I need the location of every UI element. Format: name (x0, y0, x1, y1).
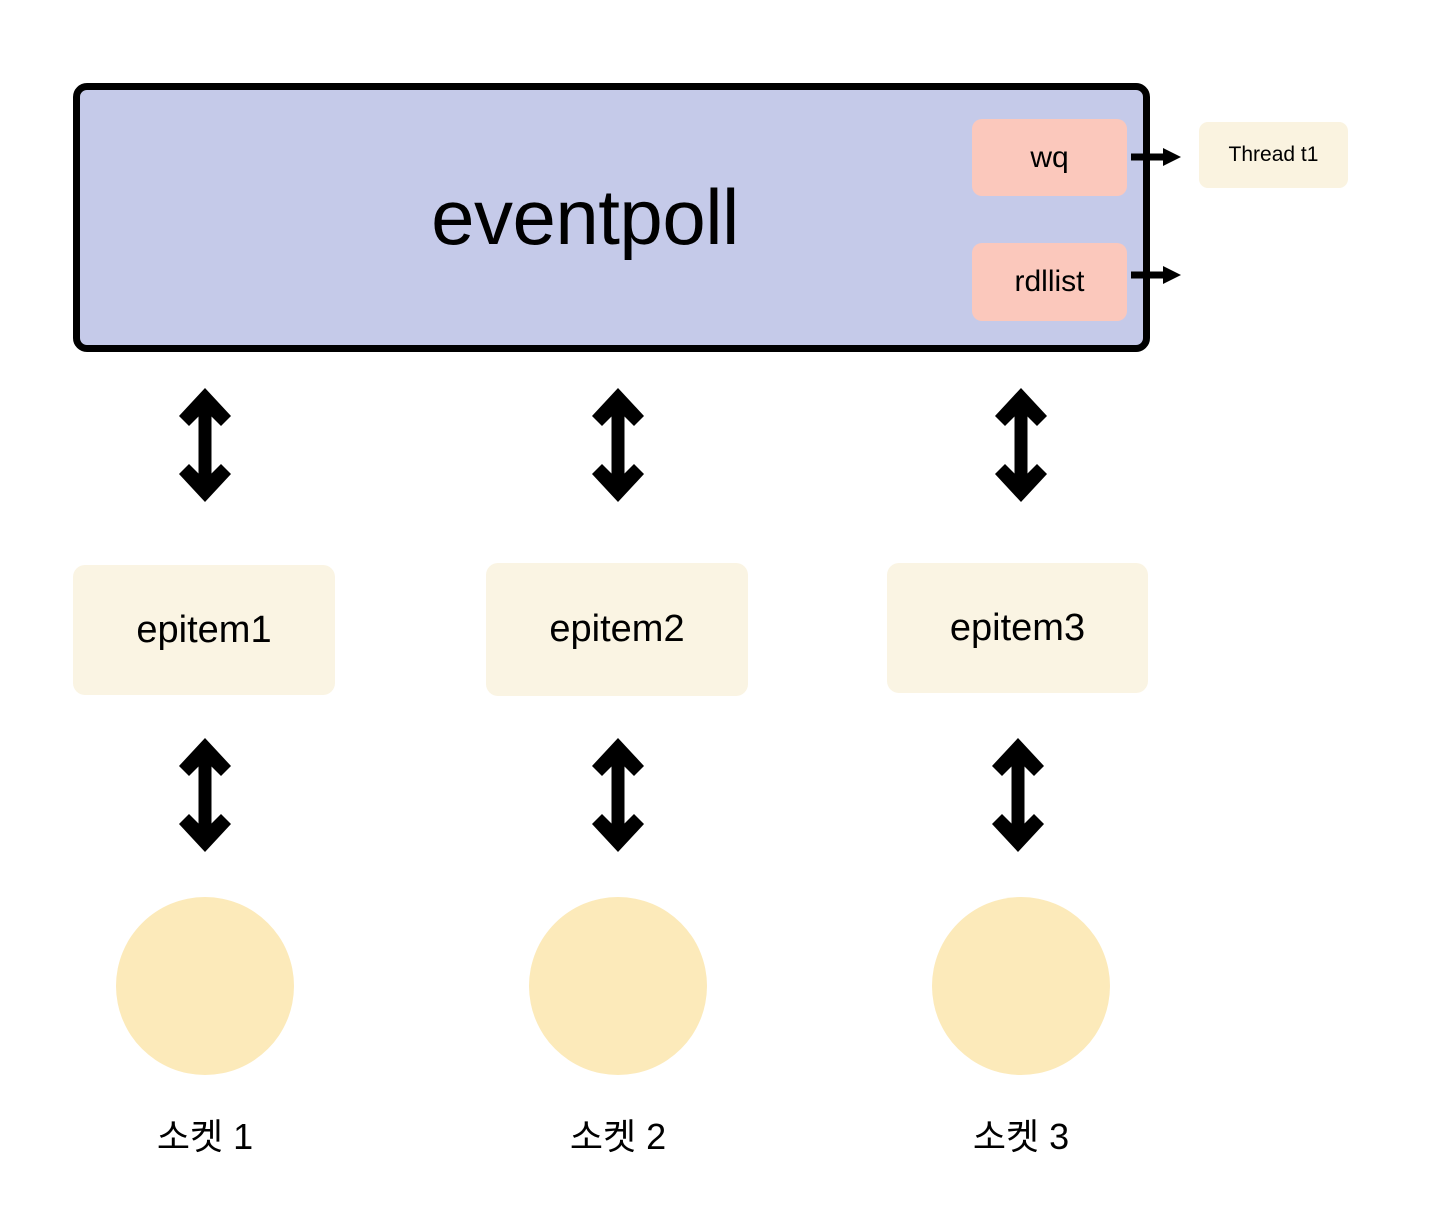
epitem-label-3: epitem3 (949, 606, 1086, 649)
epitem3-socket3-double-arrow-icon (992, 738, 1044, 852)
eventpoll-epitem3-double-arrow-icon (995, 388, 1047, 502)
rdllist-out-arrow-icon (1131, 266, 1181, 284)
socket-circle-1[interactable] (116, 897, 294, 1075)
thread-box[interactable]: Thread t1 (1199, 122, 1348, 188)
eventpoll-epitem2-double-arrow-icon (592, 388, 644, 502)
epitem-box-3[interactable]: epitem3 (887, 563, 1148, 693)
eventpoll-epitem1-double-arrow-icon (179, 388, 231, 502)
epitem-box-1[interactable]: epitem1 (73, 565, 335, 695)
eventpoll-title: eventpoll (431, 173, 739, 261)
wq-to-thread-arrow-icon (1131, 148, 1181, 166)
socket-circle-3[interactable] (932, 897, 1110, 1075)
eventpoll-field-rdllist[interactable]: rdllist (972, 243, 1127, 321)
epitem1-socket1-double-arrow-icon (179, 738, 231, 852)
eventpoll-field-rdllist-label: rdllist (1014, 265, 1085, 298)
epitem-box-2[interactable]: epitem2 (486, 563, 748, 696)
eventpoll-field-wq-label: wq (1030, 140, 1069, 174)
thread-label: Thread t1 (1228, 143, 1319, 166)
eventpoll-field-wq[interactable]: wq (972, 119, 1127, 196)
eventpoll-box[interactable]: eventpoll wq rdllist (73, 83, 1150, 352)
epitem2-socket2-double-arrow-icon (592, 738, 644, 852)
epitem-label-2: epitem2 (549, 608, 685, 650)
socket-label-1: 소켓 1 (156, 1116, 254, 1157)
socket-label-2: 소켓 2 (569, 1116, 667, 1157)
epitem-label-1: epitem1 (136, 608, 272, 651)
socket-label-3: 소켓 3 (972, 1116, 1070, 1157)
socket-circle-2[interactable] (529, 897, 707, 1075)
